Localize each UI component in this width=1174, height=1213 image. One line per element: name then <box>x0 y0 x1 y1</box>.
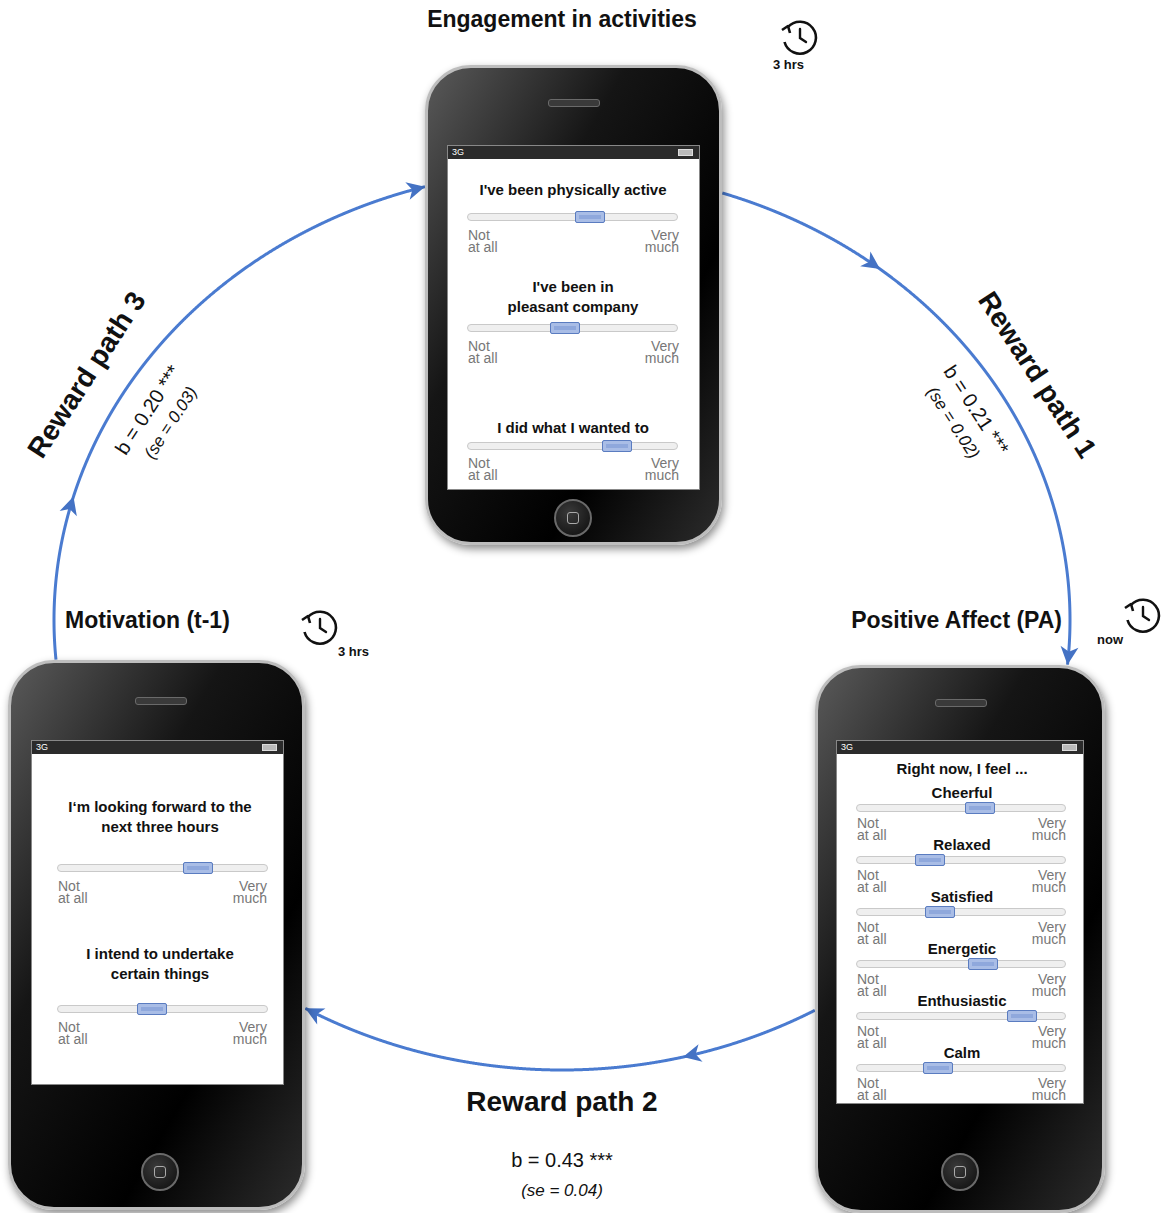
question-text: I've been physically active <box>448 180 698 200</box>
scale-max-label: Very much <box>232 1021 267 1045</box>
node-heading: Engagement in activities <box>352 6 772 32</box>
slider-thumb <box>968 958 998 970</box>
battery-icon <box>678 149 693 156</box>
home-button-icon <box>154 1166 166 1178</box>
clock-icon <box>1125 600 1159 632</box>
scale-max-label: Very much <box>644 457 679 481</box>
home-button-icon <box>954 1166 966 1178</box>
scale-max-label: Very much <box>1031 817 1066 841</box>
reward-path-arrow <box>54 187 425 660</box>
slider-thumb <box>965 802 995 814</box>
scale-min-label: Not at all <box>58 1021 93 1045</box>
slider-track <box>856 960 1066 968</box>
node-heading: Positive Affect (PA) <box>732 607 1062 633</box>
scale-min-label: Not at all <box>857 1077 892 1101</box>
scale-min-label: Not at all <box>58 880 93 904</box>
status-bar <box>32 741 283 754</box>
reward-path-arrow <box>722 193 1070 665</box>
question-text: Relaxed <box>852 835 1072 855</box>
scale-max-label: Very much <box>644 229 679 253</box>
scale-min-label: Not at all <box>857 869 892 893</box>
battery-icon <box>262 744 277 751</box>
slider-thumb <box>915 854 945 866</box>
edge-label: Reward path 2 <box>466 1086 657 1118</box>
time-label: 3 hrs <box>338 645 369 660</box>
scale-min-label: Not at all <box>468 457 503 481</box>
scale-max-label: Very much <box>1031 973 1066 997</box>
status-bar <box>837 741 1083 754</box>
question-text: Satisfied <box>852 887 1072 907</box>
status-text: 3G <box>36 742 48 752</box>
scale-max-label: Very much <box>1031 1077 1066 1101</box>
coefficient-label: b = 0.43 *** <box>511 1149 613 1172</box>
slider-thumb <box>137 1003 167 1015</box>
slider-thumb <box>183 862 213 874</box>
question-text: I intend to undertake certain things <box>65 944 255 984</box>
question-text: Energetic <box>852 939 1072 959</box>
phone-node: Motivation (t-1)I‘m looking forward to t… <box>8 660 305 1210</box>
scale-min-label: Not at all <box>857 921 892 945</box>
slider-track <box>856 1064 1066 1072</box>
status-text: 3G <box>452 147 464 157</box>
scale-max-label: Very much <box>1031 869 1066 893</box>
phone-node: Positive Affect (PA)Right now, I feel ..… <box>815 665 1105 1213</box>
question-text: Right now, I feel ... <box>847 759 1077 779</box>
question-text: I‘m looking forward to the next three ho… <box>60 797 260 837</box>
scale-min-label: Not at all <box>468 340 503 364</box>
time-label: now <box>1097 633 1123 648</box>
home-button <box>941 1153 979 1191</box>
battery-icon <box>1062 744 1077 751</box>
slider-track <box>467 213 678 221</box>
question-text: I did what I wanted to <box>458 418 688 438</box>
scale-min-label: Not at all <box>857 973 892 997</box>
slider-track <box>856 804 1066 812</box>
arrow-chevron <box>60 494 82 516</box>
arrow-chevron <box>860 251 885 276</box>
scale-min-label: Not at all <box>468 229 503 253</box>
status-text: 3G <box>841 742 853 752</box>
scale-max-label: Very much <box>644 340 679 364</box>
status-bar <box>448 146 699 159</box>
clock-icon <box>302 612 336 644</box>
time-label: 3 hrs <box>773 58 804 73</box>
reward-path-arrow <box>305 1008 815 1070</box>
question-text: I've been in pleasant company <box>503 277 643 317</box>
question-text: Cheerful <box>852 783 1072 803</box>
question-text: Enthusiastic <box>852 991 1072 1011</box>
question-text: Calm <box>852 1043 1072 1063</box>
scale-max-label: Very much <box>1031 921 1066 945</box>
arrow-chevron <box>681 1044 703 1066</box>
node-heading: Motivation (t-1) <box>65 607 365 633</box>
slider-thumb <box>925 906 955 918</box>
scale-min-label: Not at all <box>857 817 892 841</box>
slider-thumb <box>923 1062 953 1074</box>
home-button-icon <box>567 512 579 524</box>
phone-earpiece <box>135 697 187 705</box>
scale-max-label: Very much <box>232 880 267 904</box>
slider-track <box>467 442 678 450</box>
standard-error-label: (se = 0.04) <box>521 1181 603 1201</box>
scale-max-label: Very much <box>1031 1025 1066 1049</box>
home-button <box>554 499 592 537</box>
slider-thumb <box>1007 1010 1037 1022</box>
slider-thumb <box>602 440 632 452</box>
phone-node: Engagement in activitiesI've been physic… <box>425 65 722 545</box>
phone-earpiece <box>548 99 600 107</box>
home-button <box>141 1153 179 1191</box>
clock-icon <box>782 22 816 54</box>
slider-track <box>57 864 268 872</box>
scale-min-label: Not at all <box>857 1025 892 1049</box>
slider-thumb <box>550 322 580 334</box>
slider-thumb <box>575 211 605 223</box>
slider-track <box>856 856 1066 864</box>
slider-track <box>856 908 1066 916</box>
phone-earpiece <box>935 699 987 707</box>
